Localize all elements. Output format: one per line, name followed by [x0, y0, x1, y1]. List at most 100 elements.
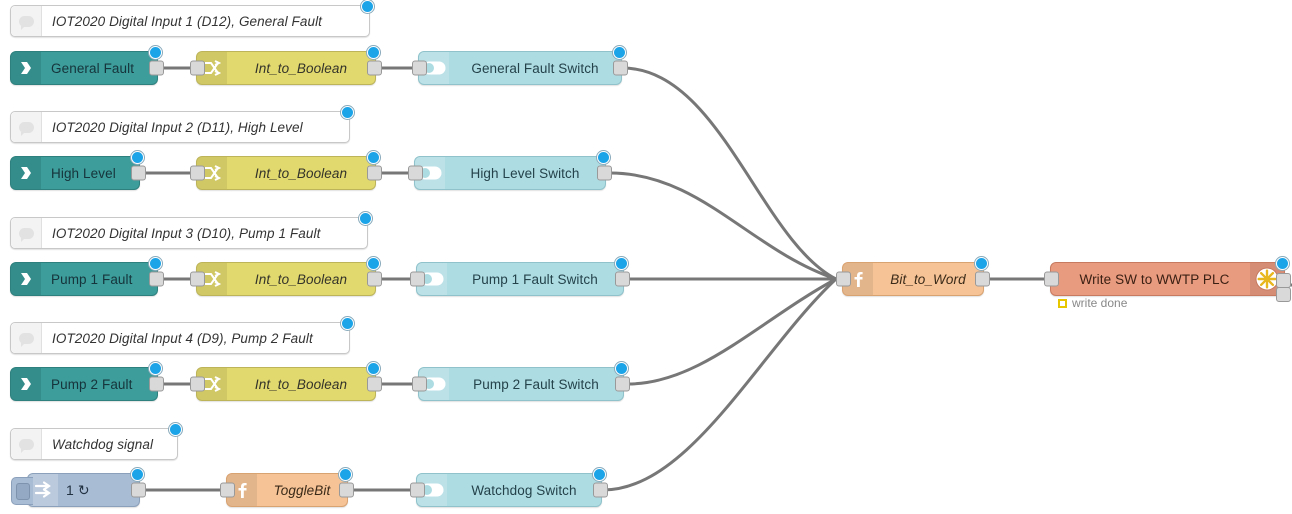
- input-node-pump-2-fault[interactable]: Pump 2 Fault: [10, 362, 164, 401]
- comment-node[interactable]: IOT2020 Digital Input 4 (D9), Pump 2 Fau…: [10, 317, 354, 354]
- node-selected-dot: [367, 257, 380, 270]
- arrow-right-icon: [11, 52, 41, 84]
- inject-arrow-icon: [28, 474, 58, 506]
- function-node-bit-to-word[interactable]: Bit_to_Word: [836, 257, 990, 296]
- ui-switch-watchdog[interactable]: Watchdog Switch: [410, 468, 608, 507]
- comment-text: IOT2020 Digital Input 4 (D9), Pump 2 Fau…: [52, 330, 313, 346]
- node-selected-dot: [149, 46, 162, 59]
- output-port[interactable]: [339, 482, 354, 498]
- node-selected-dot: [341, 317, 354, 330]
- output-port[interactable]: [131, 165, 146, 181]
- output-port[interactable]: [975, 271, 990, 287]
- node-selected-dot: [169, 423, 182, 436]
- input-port[interactable]: [410, 482, 425, 498]
- switch-node-int-to-boolean[interactable]: Int_to_Boolean: [190, 257, 382, 296]
- node-label: Pump 1 Fault: [51, 271, 133, 287]
- comment-bubble-icon: [11, 6, 42, 36]
- comment-text: Watchdog signal: [52, 436, 154, 452]
- node-label: Int_to_Boolean: [254, 376, 348, 392]
- inject-node-watchdog[interactable]: 1 ↻: [11, 468, 146, 507]
- node-selected-dot: [359, 212, 372, 225]
- output-port[interactable]: [367, 60, 382, 76]
- node-selected-dot: [149, 362, 162, 375]
- node-selected-dot: [367, 151, 380, 164]
- comment-node[interactable]: IOT2020 Digital Input 3 (D10), Pump 1 Fa…: [10, 212, 372, 249]
- output-port[interactable]: [615, 271, 630, 287]
- node-selected-dot: [361, 0, 374, 13]
- input-port[interactable]: [410, 271, 425, 287]
- input-port[interactable]: [190, 165, 205, 181]
- function-node-togglebit[interactable]: ToggleBit: [220, 468, 354, 507]
- node-selected-dot: [593, 468, 606, 481]
- node-label: Pump 2 Fault: [51, 376, 133, 392]
- function-f-icon: [227, 474, 257, 506]
- node-selected-dot: [367, 362, 380, 375]
- output-port[interactable]: [615, 376, 630, 392]
- output-port-1[interactable]: [1276, 273, 1291, 288]
- node-selected-dot: [131, 468, 144, 481]
- comment-bubble-icon: [11, 323, 42, 353]
- input-port[interactable]: [408, 165, 423, 181]
- node-label: Pump 1 Fault Switch: [472, 271, 598, 287]
- ui-switch-general-fault[interactable]: General Fault Switch: [412, 46, 628, 85]
- comment-text: IOT2020 Digital Input 2 (D11), High Leve…: [52, 119, 303, 135]
- node-label: Write SW to WWTP PLC: [1079, 271, 1230, 287]
- node-selected-dot: [613, 46, 626, 59]
- output-port[interactable]: [593, 482, 608, 498]
- plc-write-node[interactable]: Write SW to WWTP PLC: [1044, 257, 1291, 302]
- node-selected-dot: [1276, 257, 1289, 270]
- comment-node[interactable]: IOT2020 Digital Input 1 (D12), General F…: [10, 0, 374, 37]
- input-port[interactable]: [412, 376, 427, 392]
- input-port[interactable]: [190, 376, 205, 392]
- node-selected-dot: [131, 151, 144, 164]
- switch-node-int-to-boolean[interactable]: Int_to_Boolean: [190, 46, 382, 85]
- ui-switch-high-level[interactable]: High Level Switch: [408, 151, 612, 190]
- comment-bubble-icon: [11, 218, 42, 248]
- input-node-general-fault[interactable]: General Fault: [10, 46, 164, 85]
- node-selected-dot: [597, 151, 610, 164]
- status-text: write done: [1072, 296, 1128, 310]
- node-label: General Fault: [51, 60, 135, 76]
- arrow-right-icon: [11, 157, 41, 189]
- output-port[interactable]: [149, 376, 164, 392]
- input-port[interactable]: [220, 482, 235, 498]
- comment-text: IOT2020 Digital Input 3 (D10), Pump 1 Fa…: [52, 225, 321, 241]
- input-port[interactable]: [412, 60, 427, 76]
- input-port[interactable]: [190, 60, 205, 76]
- arrow-right-icon: [11, 263, 41, 295]
- wire-w2-f2: [608, 171, 838, 281]
- output-port[interactable]: [367, 271, 382, 287]
- switch-node-int-to-boolean[interactable]: Int_to_Boolean: [190, 151, 382, 190]
- wire-w1-f2: [620, 66, 838, 281]
- node-label: Watchdog Switch: [471, 482, 577, 498]
- output-port[interactable]: [131, 482, 146, 498]
- node-label: Pump 2 Fault Switch: [473, 376, 599, 392]
- node-label: Int_to_Boolean: [254, 60, 348, 76]
- input-port[interactable]: [836, 271, 851, 287]
- node-selected-dot: [615, 257, 628, 270]
- node-selected-dot: [975, 257, 988, 270]
- input-port[interactable]: [190, 271, 205, 287]
- input-port[interactable]: [1044, 271, 1059, 287]
- switch-node-int-to-boolean[interactable]: Int_to_Boolean: [190, 362, 382, 401]
- ui-switch-pump-2-fault[interactable]: Pump 2 Fault Switch: [412, 362, 630, 401]
- output-port[interactable]: [597, 165, 612, 181]
- output-port[interactable]: [367, 376, 382, 392]
- node-selected-dot: [339, 468, 352, 481]
- output-port-2[interactable]: [1276, 287, 1291, 302]
- ui-switch-pump-1-fault[interactable]: Pump 1 Fault Switch: [410, 257, 630, 296]
- comment-node[interactable]: IOT2020 Digital Input 2 (D11), High Leve…: [10, 106, 354, 143]
- inject-trigger-button[interactable]: [11, 477, 33, 505]
- input-node-high-level[interactable]: High Level: [10, 151, 146, 190]
- output-port[interactable]: [613, 60, 628, 76]
- output-port[interactable]: [367, 165, 382, 181]
- node-selected-dot: [341, 106, 354, 119]
- comment-bubble-icon: [11, 429, 42, 459]
- output-port[interactable]: [149, 60, 164, 76]
- comment-node[interactable]: Watchdog signal: [10, 423, 182, 460]
- node-selected-dot: [367, 46, 380, 59]
- output-port[interactable]: [149, 271, 164, 287]
- input-node-pump-1-fault[interactable]: Pump 1 Fault: [10, 257, 164, 296]
